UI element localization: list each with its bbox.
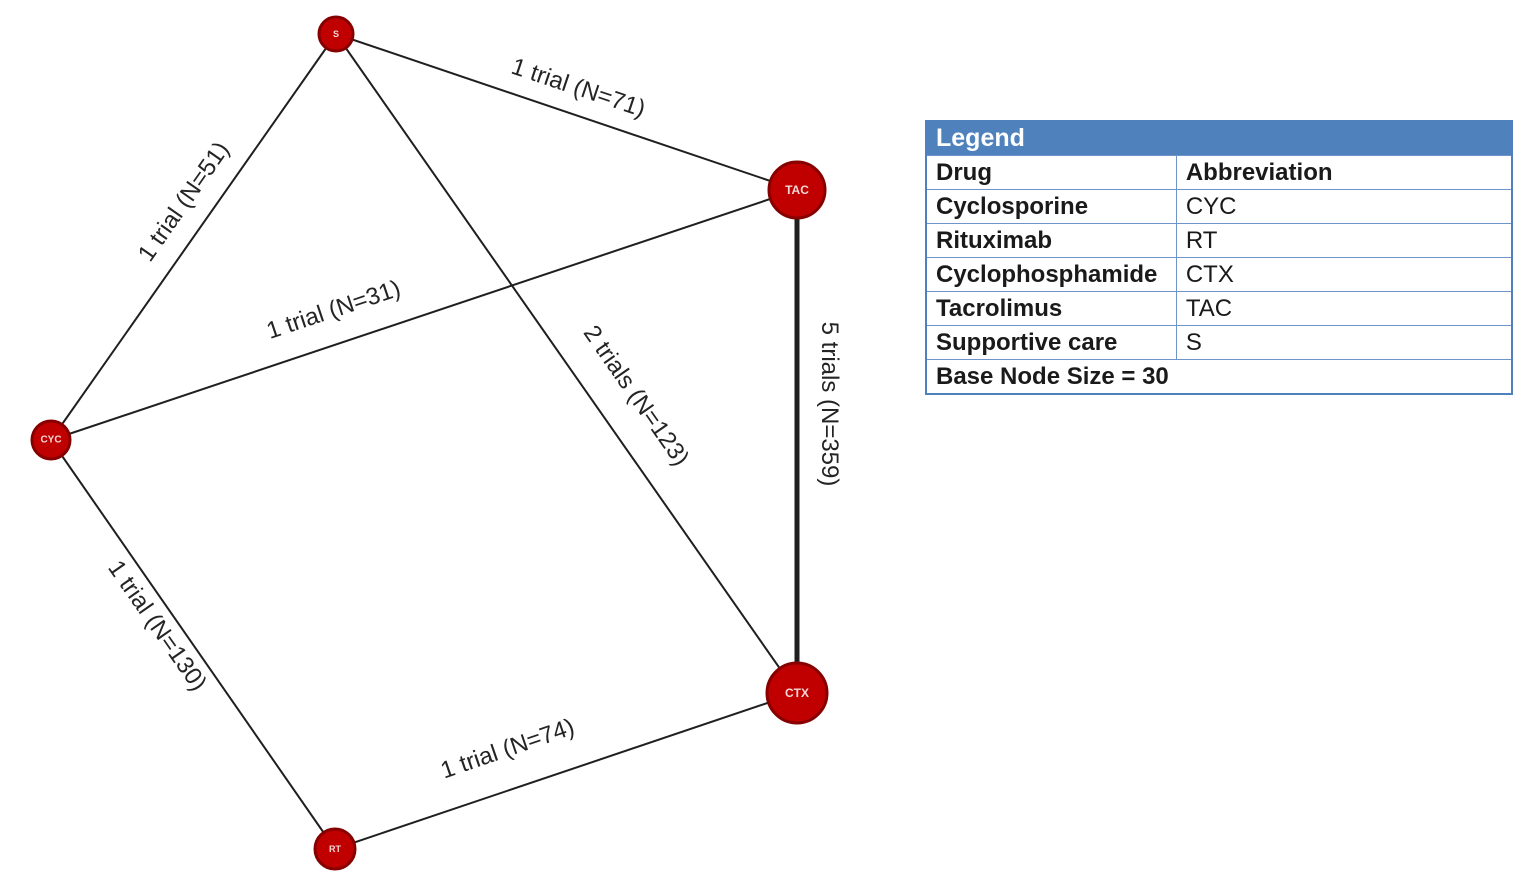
legend-panel: Legend Drug Abbreviation Cyclosporine CY… (925, 120, 1513, 395)
edge-cyc-tac (50, 189, 798, 441)
legend-row-supportive-care: Supportive care S (925, 325, 1513, 360)
legend-header-drug: Drug (925, 155, 1177, 190)
legend-row-tacrolimus: Tacrolimus TAC (925, 291, 1513, 326)
edge-s-cyc (50, 33, 337, 441)
drug-name: Cyclophosphamide (925, 257, 1177, 292)
node-label-s: S (333, 29, 339, 39)
legend-title-row: Legend (925, 120, 1513, 156)
drug-abbrev: TAC (1175, 291, 1513, 326)
node-label-tac: TAC (785, 183, 809, 197)
legend-header-row: Drug Abbreviation (925, 155, 1513, 190)
edge-label-s-tac: 1 trial (N=71) (508, 53, 649, 123)
legend-title: Legend (925, 120, 1513, 156)
drug-name: Tacrolimus (925, 291, 1177, 326)
legend-row-cyclosporine: Cyclosporine CYC (925, 189, 1513, 224)
edge-label-tac-ctx: 5 trials (N=359) (816, 322, 843, 487)
edge-s-tac (335, 33, 798, 191)
node-cyc (30, 419, 72, 461)
node-label-ctx: CTX (785, 686, 809, 700)
legend-table: Legend Drug Abbreviation Cyclosporine CY… (925, 120, 1513, 395)
node-tac (767, 160, 827, 220)
node-s (317, 15, 355, 53)
legend-row-rituximab: Rituximab RT (925, 223, 1513, 258)
drug-abbrev: RT (1175, 223, 1513, 258)
drug-abbrev: S (1175, 325, 1513, 360)
legend-header-abbreviation: Abbreviation (1175, 155, 1513, 190)
edge-label-s-ctx: 2 trials (N=123) (578, 320, 695, 470)
node-label-cyc: CYC (40, 435, 61, 446)
edge-label-s-cyc: 1 trial (N=51) (133, 137, 235, 267)
node-ctx (765, 661, 829, 725)
edge-label-cyc-rt: 1 trial (N=130) (102, 555, 212, 696)
node-label-rt: RT (329, 844, 341, 854)
legend-row-cyclophosphamide: Cyclophosphamide CTX (925, 257, 1513, 292)
edge-rt-ctx (334, 692, 798, 850)
drug-abbrev: CYC (1175, 189, 1513, 224)
edge-label-cyc-tac: 1 trial (N=31) (263, 275, 404, 345)
drug-name: Supportive care (925, 325, 1177, 360)
node-rt (313, 827, 357, 871)
base-node-size-note: Base Node Size = 30 (925, 359, 1513, 395)
edge-s-ctx (335, 33, 798, 694)
drug-name: Rituximab (925, 223, 1177, 258)
drug-name: Cyclosporine (925, 189, 1177, 224)
drug-abbrev: CTX (1175, 257, 1513, 292)
legend-footer-row: Base Node Size = 30 (925, 359, 1513, 395)
edge-cyc-rt (50, 439, 336, 850)
